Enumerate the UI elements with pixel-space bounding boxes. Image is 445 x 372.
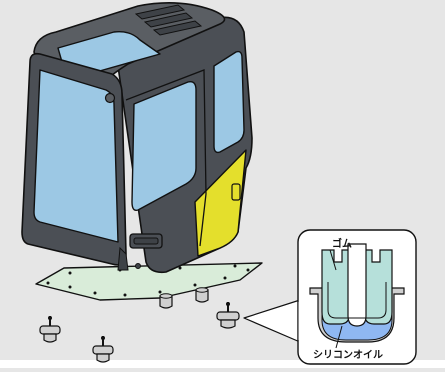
rear-side-window bbox=[214, 52, 244, 153]
center-spindle bbox=[348, 244, 366, 326]
rear-grab-handle bbox=[232, 184, 240, 200]
attached-mount-right bbox=[196, 288, 208, 302]
loose-mount-1 bbox=[40, 316, 60, 342]
callout-leader bbox=[244, 300, 300, 342]
silicone-oil-label: シリコンオイル bbox=[313, 349, 383, 361]
mount-cross-section-callout: ゴム シリコンオイル bbox=[298, 230, 416, 364]
operator-cab bbox=[22, 3, 252, 272]
wiper-pivot bbox=[106, 94, 115, 103]
rubber-label: ゴム bbox=[332, 237, 352, 250]
attached-mount-left bbox=[160, 294, 172, 308]
loose-mount-3 bbox=[217, 302, 239, 328]
loose-mount-2 bbox=[93, 336, 113, 362]
